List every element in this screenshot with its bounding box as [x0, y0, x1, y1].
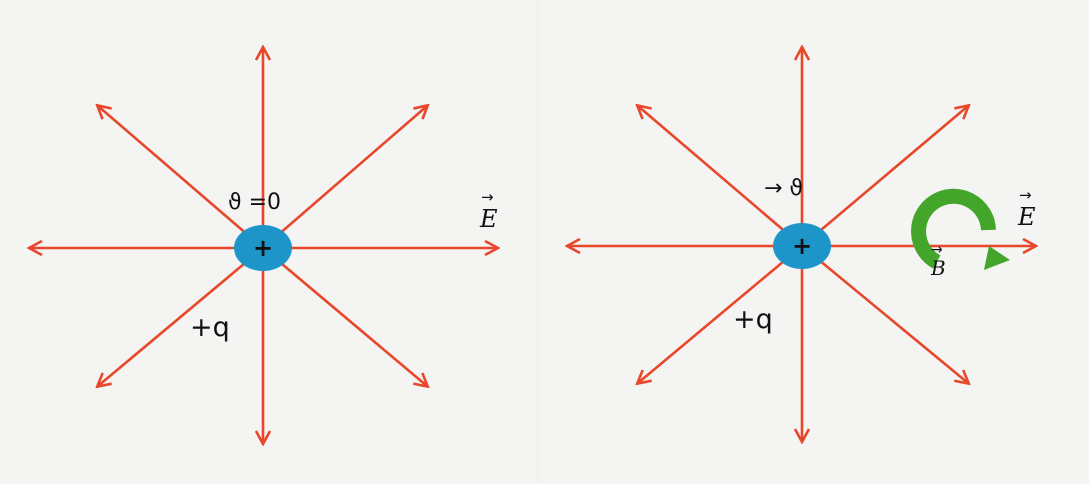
field-line-south-east-arrow-icon	[262, 247, 427, 386]
electric-field-lines	[30, 48, 497, 443]
field-line-south-west-arrow-icon	[98, 247, 264, 386]
moving-charge-panel: + → ϑ +q E → B →	[538, 0, 1089, 484]
stationary-charge-svg: + ϑ =0 +q E →	[0, 0, 538, 484]
moving-charge-svg: + → ϑ +q E → B →	[538, 0, 1089, 484]
field-label: E	[1017, 203, 1036, 231]
field-label: E	[479, 205, 498, 233]
field-line-north-east-arrow-icon	[801, 106, 968, 247]
field-vector-mark: →	[481, 188, 494, 206]
charge-label: +q	[733, 304, 773, 335]
charge-sign: +	[253, 234, 273, 262]
field-line-north-west-arrow-icon	[638, 106, 803, 247]
field-line-north-west-arrow-icon	[98, 106, 264, 249]
field-line-south-west-arrow-icon	[638, 245, 803, 383]
charge-circle	[773, 223, 831, 269]
stationary-charge-panel: + ϑ =0 +q E →	[0, 0, 538, 484]
charge-sign: +	[792, 232, 812, 260]
charge-circle	[234, 225, 292, 271]
field-vector-mark: →	[1019, 186, 1032, 204]
velocity-label: ϑ =0	[228, 190, 281, 215]
velocity-label: → ϑ	[764, 176, 803, 201]
field-line-north-east-arrow-icon	[262, 106, 427, 249]
magnetic-label: B	[930, 256, 946, 280]
magnetic-vector-mark: →	[931, 242, 943, 258]
charge-label: +q	[190, 312, 230, 343]
field-line-south-east-arrow-icon	[801, 244, 968, 383]
magnetic-field-circular-arrow-icon	[911, 188, 1010, 270]
